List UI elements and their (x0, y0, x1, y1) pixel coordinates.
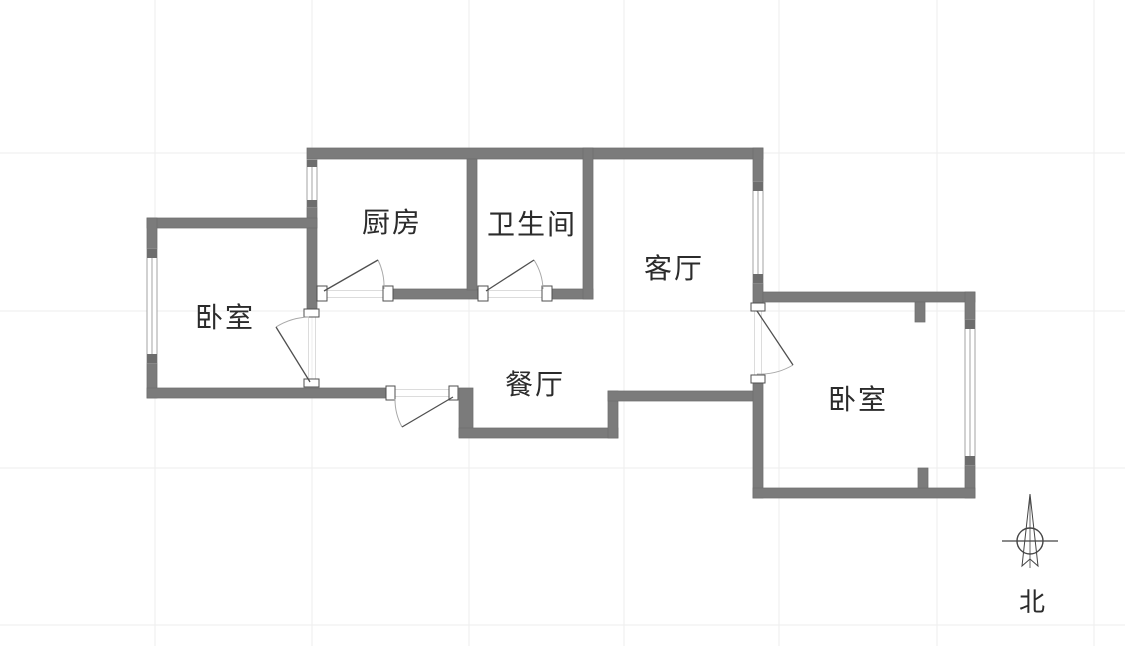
door-arcs (275, 259, 794, 428)
wall-segment (146, 217, 318, 229)
room-label-bathroom: 卫生间 (487, 209, 577, 241)
wall-segment (964, 291, 976, 321)
door-jamb (303, 378, 320, 388)
wall-segment (752, 147, 764, 183)
room-label-bedroom-right: 卧室 (828, 384, 888, 416)
wall-segment (146, 217, 158, 250)
wall-segment (917, 467, 929, 489)
door-jamb (541, 285, 553, 302)
room-labels: 卧室 厨房 卫生间 客厅 餐厅 卧室 (195, 207, 888, 416)
window-symbol-kitchen (306, 159, 318, 208)
window-symbol-bedroom-left (146, 248, 158, 364)
door-leaf (485, 259, 535, 292)
wall-segment (392, 288, 479, 300)
wall-segment (752, 382, 764, 499)
door-swing-arc (394, 398, 403, 428)
room-label-kitchen: 厨房 (362, 207, 422, 239)
door-swing-arc (533, 259, 544, 290)
door-leaf (323, 259, 379, 292)
wall-segment (914, 301, 926, 323)
door-swing-arc (275, 316, 310, 328)
door-leaf (756, 310, 794, 366)
door-leaf (401, 396, 454, 428)
door-jamb (448, 385, 459, 401)
door-jamb (750, 374, 766, 384)
door-swing-arc (756, 364, 794, 375)
door-jamb (382, 285, 394, 302)
room-label-bedroom-left: 卧室 (195, 302, 255, 334)
door-leaf (275, 326, 311, 383)
compass-label: 北 (1019, 588, 1045, 617)
door-jamb (303, 308, 320, 318)
door-jamb (750, 302, 766, 312)
door-jamb (477, 285, 489, 302)
room-label-living-room: 客厅 (644, 253, 704, 285)
window-symbol-living-room (752, 181, 764, 284)
wall-segment (607, 390, 756, 402)
wall-segment (752, 282, 764, 305)
wall-segment (762, 291, 976, 303)
room-label-dining-room: 餐厅 (505, 369, 565, 401)
wall-segment (752, 487, 976, 499)
walls (146, 147, 976, 499)
wall-segment (146, 387, 387, 399)
wall-segment (582, 147, 594, 300)
door-jambs (303, 285, 766, 401)
door-jamb (385, 385, 396, 401)
windows (146, 159, 976, 466)
wall-segment (466, 158, 478, 291)
door-leaves (275, 259, 794, 428)
door-swing-arc (377, 259, 385, 290)
compass: 北 (1002, 493, 1058, 617)
door-jamb (316, 285, 328, 302)
wall-segment (458, 427, 619, 439)
door-thresholds (308, 290, 762, 397)
window-symbol-bedroom-right (964, 319, 976, 466)
wall-segment (306, 147, 764, 160)
